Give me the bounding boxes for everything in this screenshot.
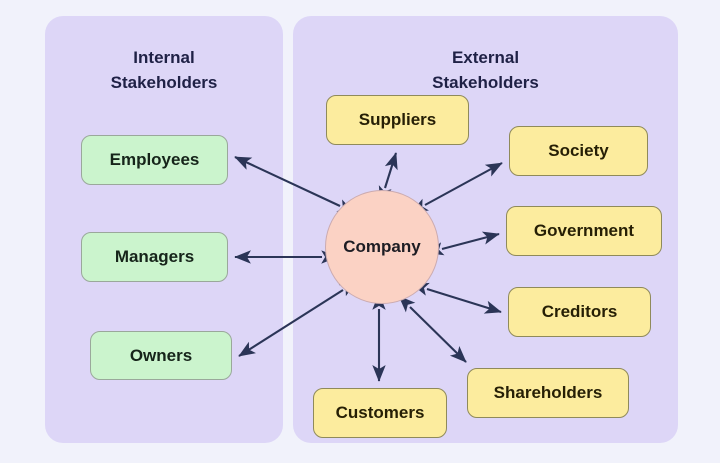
node-shareholders[interactable]: Shareholders (467, 368, 629, 418)
node-creditors[interactable]: Creditors (508, 287, 651, 337)
node-suppliers[interactable]: Suppliers (326, 95, 469, 145)
node-employees-label: Employees (109, 150, 200, 169)
node-employees[interactable]: Employees (81, 135, 228, 185)
node-owners[interactable]: Owners (90, 331, 232, 380)
node-customers-label: Customers (335, 403, 425, 422)
node-managers[interactable]: Managers (81, 232, 228, 282)
node-creditors-label: Creditors (541, 302, 618, 321)
node-owners-label: Owners (129, 345, 193, 365)
panel-internal-title: Internal Stakeholders (110, 48, 218, 92)
node-managers-label: Managers (114, 247, 195, 266)
panel-external-title: External Stakeholders (432, 48, 539, 92)
node-suppliers-label: Suppliers (358, 110, 437, 129)
node-society-label: Society (548, 141, 609, 160)
node-government-label: Government (533, 221, 635, 240)
node-government[interactable]: Government (506, 206, 662, 256)
node-company[interactable]: Company (325, 190, 439, 304)
node-shareholders-label: Shareholders (493, 383, 603, 402)
node-customers[interactable]: Customers (313, 388, 447, 438)
node-company-label: Company (343, 237, 421, 256)
node-society[interactable]: Society (509, 126, 648, 176)
